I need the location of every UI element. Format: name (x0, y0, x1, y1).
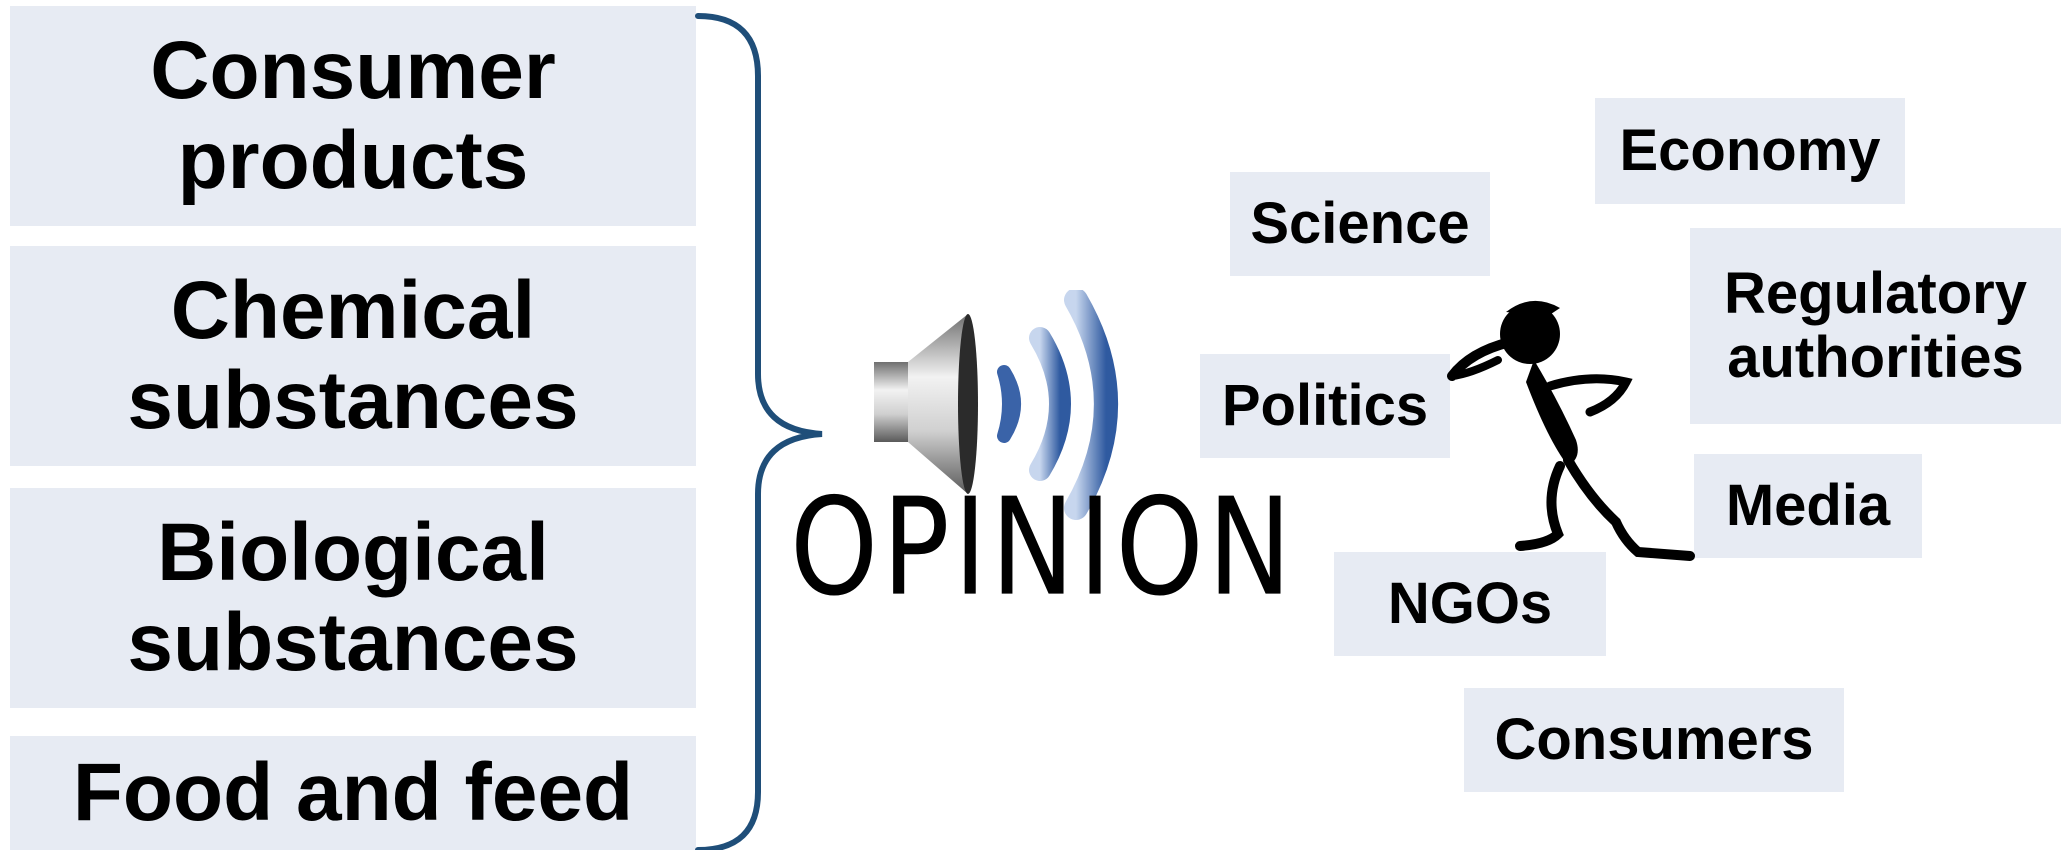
stakeholder-label: NGOs (1387, 571, 1553, 637)
category-label: Biological substances (127, 506, 579, 688)
category-label: Consumer products (150, 24, 556, 206)
stakeholder-ngos: NGOs (1334, 552, 1606, 656)
opinion-title: OPINION (790, 470, 1296, 626)
stakeholder-regulatory-authorities: Regulatory authorities (1690, 228, 2061, 424)
stakeholder-label: Politics (1221, 373, 1429, 439)
stakeholder-economy: Economy (1595, 98, 1905, 204)
stakeholder-label: Science (1250, 191, 1470, 257)
category-consumer-products: Consumer products (10, 6, 696, 226)
listening-figure-icon (1447, 300, 1695, 561)
stakeholder-label: Regulatory authorities (1724, 261, 2027, 390)
stakeholder-science: Science (1230, 172, 1490, 276)
category-food-and-feed: Food and feed (10, 736, 696, 850)
stakeholder-consumers: Consumers (1464, 688, 1844, 792)
stakeholder-label: Economy (1619, 118, 1881, 184)
curly-brace (695, 13, 823, 850)
stakeholder-media: Media (1694, 454, 1922, 558)
category-chemical-substances: Chemical substances (10, 246, 696, 466)
stakeholder-politics: Politics (1200, 354, 1450, 458)
category-biological-substances: Biological substances (10, 488, 696, 708)
stakeholder-label: Media (1725, 473, 1891, 539)
category-label: Food and feed (72, 746, 634, 838)
stakeholder-label: Consumers (1494, 707, 1814, 773)
category-label: Chemical substances (127, 264, 579, 446)
speaker-icon (874, 290, 1118, 520)
